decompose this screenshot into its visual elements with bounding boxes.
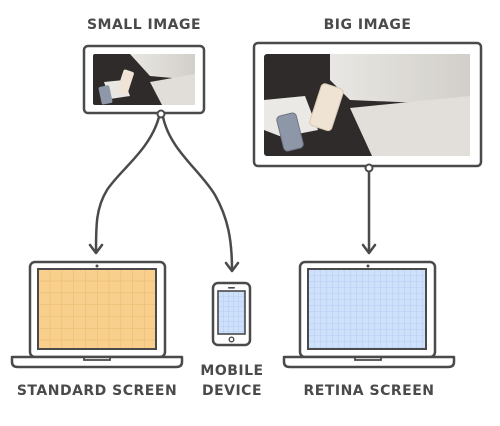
small-image-label: SMALL IMAGE <box>86 17 202 33</box>
big-image-label: BIG IMAGE <box>323 17 412 33</box>
arrows <box>88 115 377 273</box>
mobile-device-label-line2: DEVICE <box>201 383 263 399</box>
big-photo <box>264 54 470 156</box>
standard-laptop <box>10 260 184 369</box>
mobile-device-label-line1: MOBILE <box>200 363 264 379</box>
arrow-to-standard <box>94 115 161 254</box>
standard-screen-label: STANDARD SCREEN <box>16 383 178 399</box>
retina-screen-label: RETINA SCREEN <box>303 383 435 399</box>
arrow-to-mobile <box>161 115 234 272</box>
small-photo <box>93 54 195 105</box>
small-image-frame <box>82 44 206 115</box>
retina-laptop <box>282 260 456 369</box>
connector-dot-big <box>364 163 374 173</box>
big-image-frame <box>252 41 483 168</box>
mobile-device <box>211 281 252 347</box>
connector-dot-small <box>156 109 166 119</box>
